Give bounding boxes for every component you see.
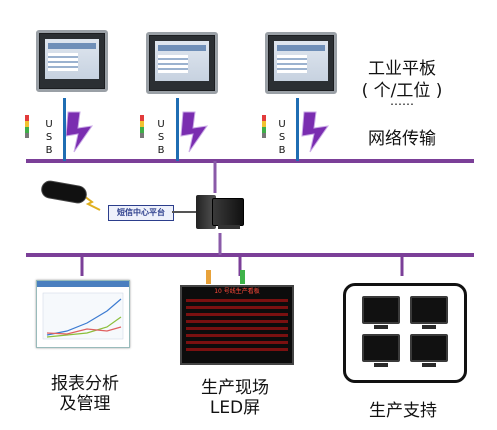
tablet-label-title: 工业平板 xyxy=(368,59,436,79)
industrial-tablet-1 xyxy=(36,30,108,92)
sms-center-platform-box: 短信中心平台 xyxy=(108,205,174,221)
signal-lamp-icon-1 xyxy=(25,115,29,138)
usb-label-2: U S B xyxy=(157,119,165,156)
usb-line-2 xyxy=(176,98,179,161)
led-board-grid xyxy=(186,299,288,355)
usb-label-1: U S B xyxy=(45,119,53,156)
signal-lamp-icon-3 xyxy=(262,115,266,138)
report-analysis-label: 报表分析 及管理 xyxy=(51,374,119,414)
usb-line-1 xyxy=(63,98,66,161)
pc-tower-icon xyxy=(196,195,216,229)
tablet-screen xyxy=(155,41,209,81)
lightning-icon-3 xyxy=(301,111,330,153)
led-antenna-left xyxy=(206,270,211,284)
tablet-label-dots: …… xyxy=(390,94,414,108)
monitor-icon xyxy=(410,334,448,367)
signal-lamp-icon-2 xyxy=(140,115,144,138)
report-line-chart-icon xyxy=(42,292,124,340)
tablet-screen xyxy=(45,39,99,79)
production-support-box xyxy=(343,283,467,383)
tablet-label-subtitle: ( 个/工位 ) xyxy=(361,81,443,101)
production-support-label: 生产支持 xyxy=(369,401,437,421)
lightning-icon-1 xyxy=(65,111,94,153)
usb-label-3: U S B xyxy=(278,119,286,156)
industrial-tablet-3 xyxy=(265,32,337,94)
tablet-screen xyxy=(274,41,328,81)
lightning-icon-2 xyxy=(180,111,209,153)
network-transfer-label: 网络传输 xyxy=(368,129,436,149)
industrial-tablet-2 xyxy=(146,32,218,94)
led-screen-label: 生产现场 LED屏 xyxy=(201,378,269,418)
report-header-bar xyxy=(37,281,129,287)
sms-connector xyxy=(172,211,196,213)
pc-monitor-stand xyxy=(218,225,240,229)
led-antenna-right xyxy=(240,270,245,284)
report-chart-thumbnail xyxy=(36,280,130,348)
pc-monitor-icon xyxy=(212,198,244,226)
led-board-display: 10 号线生产看板 xyxy=(180,285,294,365)
sms-lightning-icon xyxy=(83,195,101,211)
monitor-icon xyxy=(362,334,400,367)
led-board-title: 10 号线生产看板 xyxy=(214,288,260,295)
monitor-icon xyxy=(410,296,448,329)
monitor-icon xyxy=(362,296,400,329)
usb-line-3 xyxy=(296,98,299,161)
